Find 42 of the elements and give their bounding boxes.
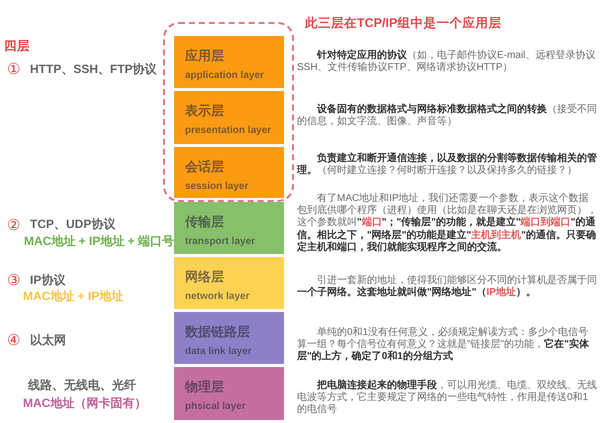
layer-description: 设备固有的数据格式与网络标准数据格式之间的转换（接受不同的信息，如文字流、图像、声音等） <box>297 104 598 128</box>
layer-description: 把电脑连接起来的物理手段，可以用光缆、电缆、双绞线、无线电波等方式，它主要规定了网络的一些电气特性，作用是传送0和1的电信号 <box>297 380 598 417</box>
layer-description: 针对特定应用的协议（如，电子邮件协议E-mail、远程登录协议SSH、文件传输协议FTP、网络请求协议HTTP） <box>297 50 596 74</box>
medium-label: 线路、无线电、光纤 <box>28 377 136 393</box>
layer-name: 数据链路层 <box>185 323 250 340</box>
protocol-label: TCP、UDP协议 <box>30 216 116 232</box>
layer-box <box>174 147 284 198</box>
layer-english-name: transport layer <box>185 235 256 248</box>
layer-box <box>174 91 284 144</box>
section-heading: 四层 <box>4 38 30 54</box>
protocol-label: HTTP、SSH、FTP协议 <box>30 61 157 77</box>
layer-name: 应用层 <box>185 47 224 64</box>
layer-description: 单纯的0和1没有任何意义，必须规定解读方式：多少个电信号算一组？每个信号位有何意义？这就是"链接层"的功能，它在"实体层"的上方，确定了0和1的分组方式 <box>297 327 590 364</box>
layer-box <box>174 257 284 309</box>
group-heading: 此三层在TCP/IP组中是一个应用层 <box>305 15 502 32</box>
layer-english-name: session layer <box>185 180 248 193</box>
protocol-label: 以太网 <box>30 332 66 348</box>
layer-description: 引进一套新的地址，使得我们能够区分不同的计算机是否属于同一个子网络。这套地址就叫做"网络地址"（IP地址）。 <box>297 275 598 300</box>
layer-box <box>174 312 284 364</box>
circled-number: ① <box>7 60 20 80</box>
address-label: MAC地址 + IP地址 <box>23 288 124 304</box>
layer-box <box>174 367 284 420</box>
layer-name: 传输层 <box>185 213 224 230</box>
layer-box <box>174 36 284 88</box>
layer-description: 负责建立和断开通信连接，以及数据的分割等数据传输相关的管理。（何时建立连接？何时断开连接？以及保持多久的链接？） <box>297 153 598 178</box>
address-label: MAC地址 + IP地址 + 端口号 <box>24 233 174 249</box>
layer-english-name: presentation layer <box>185 124 272 137</box>
layer-english-name: data link layer <box>185 345 252 358</box>
layer-name: 会话层 <box>185 158 224 175</box>
protocol-label: IP协议 <box>30 272 66 288</box>
circled-number: ③ <box>7 271 20 291</box>
layer-english-name: application layer <box>185 69 264 82</box>
layer-name: 表示层 <box>185 102 224 119</box>
layer-name: 网络层 <box>185 268 224 285</box>
address-label: MAC地址（网卡固有） <box>23 395 146 411</box>
layer-english-name: network layer <box>185 290 250 303</box>
circled-number: ④ <box>7 331 20 351</box>
layer-english-name: phsical layer <box>185 400 246 413</box>
layer-description: 有了MAC地址和IP地址，我们还需要一个参数，表示这个数据包到底供哪个程序（进程）使用（比如是在聊天还是在浏览网页），这个参数就叫"端口"；"传输层"的功能，就是建立"端口到端口"的通信。相比之下，"网络层"的功能是建立"主机到主机"的通信。只要确定主机和端口，我们就能实现程序之间的交流。 <box>297 193 598 254</box>
layer-box <box>174 202 284 254</box>
circled-number: ② <box>7 216 20 236</box>
layer-name: 物理层 <box>185 378 224 395</box>
